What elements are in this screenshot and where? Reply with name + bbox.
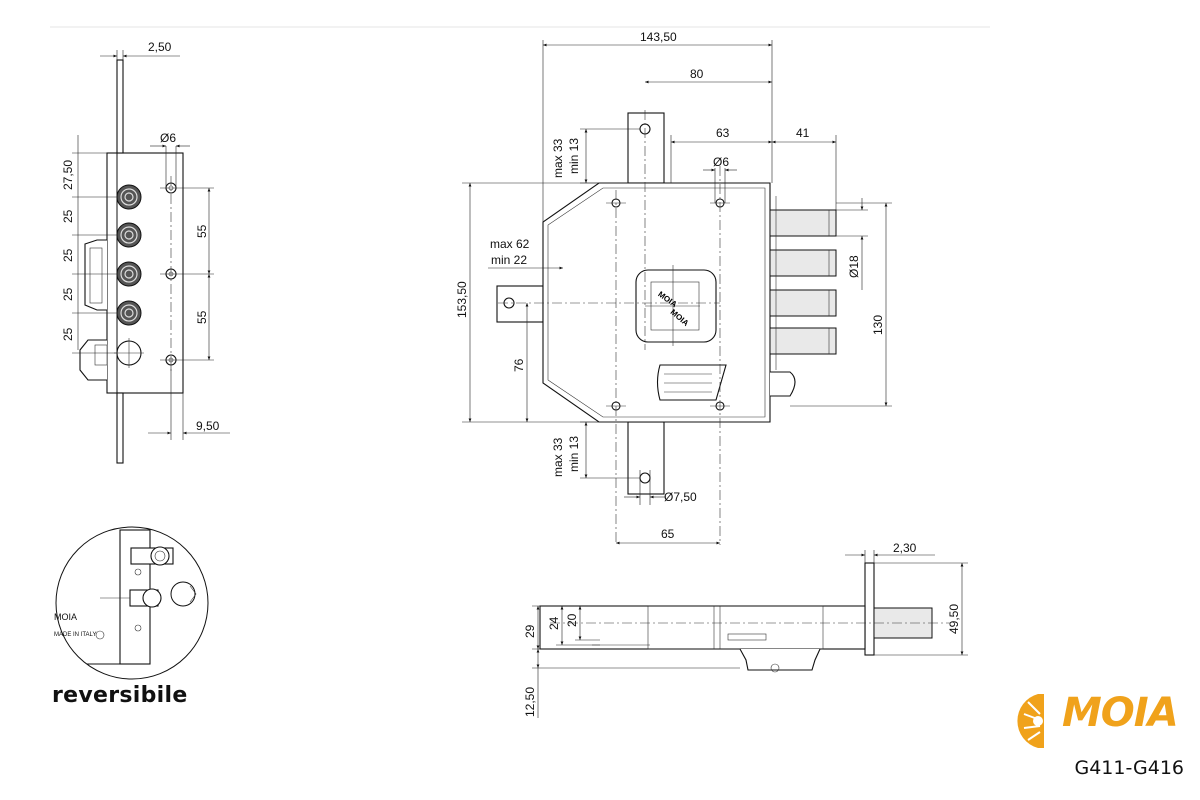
side-bottom-rod bbox=[116, 392, 124, 464]
reversible-caption: reversibile bbox=[52, 683, 188, 708]
dim-lower-offset: 12,50 bbox=[523, 687, 537, 717]
front-top-flange bbox=[627, 112, 665, 184]
front-bolt bbox=[769, 289, 837, 317]
dim-overall-width: 143,50 bbox=[640, 30, 677, 44]
dim-bolt-projection: 41 bbox=[796, 126, 810, 140]
dim-top-pin-width: 2,50 bbox=[148, 40, 172, 54]
inset-made-in-label: MADE IN ITALY bbox=[54, 632, 96, 638]
dim-bottom-slot-min: min 13 bbox=[567, 436, 581, 472]
dim-24: 24 bbox=[547, 616, 561, 630]
front-cam bbox=[656, 364, 727, 401]
dim-bottom-spacing: 65 bbox=[661, 527, 675, 541]
side-latch-housing bbox=[84, 239, 107, 311]
side-bolt bbox=[116, 261, 142, 287]
dim-plate-thickness: 2,30 bbox=[893, 541, 917, 555]
dim-pitch: 25 bbox=[61, 327, 75, 341]
dim-pitch: 25 bbox=[61, 209, 75, 223]
dim-bolt-height: 49,50 bbox=[947, 604, 961, 634]
inset-brand-label: MOIA bbox=[54, 612, 77, 622]
brand-wordmark: MOIA bbox=[1062, 690, 1179, 736]
dim-upper-hole-spacing: 55 bbox=[195, 224, 209, 238]
dim-backset-min: min 22 bbox=[491, 253, 527, 267]
dim-pitch-first: 27,50 bbox=[61, 160, 75, 190]
model-code: G411-G416 bbox=[1074, 757, 1184, 779]
side-bolt bbox=[116, 184, 142, 210]
reversible-inset: MOIA MADE IN ITALY bbox=[54, 526, 209, 680]
front-latch bbox=[770, 371, 796, 397]
dim-pitch: 25 bbox=[61, 287, 75, 301]
dim-top-slot-min: min 13 bbox=[567, 138, 581, 174]
bottom-case bbox=[539, 605, 866, 650]
dim-flange-to-cylinder: 63 bbox=[716, 126, 730, 140]
side-bolt bbox=[116, 300, 142, 326]
dim-cylinder-hole-dia: Ø6 bbox=[713, 155, 729, 169]
dim-top-slot-max: max 33 bbox=[551, 138, 565, 178]
dim-key-height: 76 bbox=[512, 358, 526, 372]
dim-pitch: 25 bbox=[61, 248, 75, 262]
side-bolt bbox=[116, 222, 142, 248]
dim-bottom-offset: 9,50 bbox=[196, 419, 220, 433]
front-bolt bbox=[769, 249, 837, 277]
dim-overall-height: 153,50 bbox=[455, 281, 469, 318]
front-bolt bbox=[769, 209, 837, 237]
dim-side-hole-dia: Ø6 bbox=[160, 131, 176, 145]
dim-bottom-slot-max: max 33 bbox=[551, 437, 565, 477]
side-top-rod bbox=[116, 59, 124, 154]
side-lower-block bbox=[79, 339, 107, 381]
bottom-cam-projection bbox=[739, 648, 821, 671]
dim-top-flange-width: 80 bbox=[690, 67, 704, 81]
bottom-view: 2,30 49,50 29 24 20 12,50 bbox=[523, 541, 968, 718]
bottom-forend bbox=[864, 562, 875, 656]
dim-backset-max: max 62 bbox=[490, 237, 530, 251]
dim-lower-hole-spacing: 55 bbox=[195, 310, 209, 324]
front-view: MOIA MOIA 143,50 80 63 41 max 33 min 13 bbox=[455, 30, 892, 545]
dim-bolt-dia: Ø18 bbox=[847, 255, 861, 278]
front-bolt bbox=[769, 327, 837, 355]
dim-20: 20 bbox=[565, 613, 579, 627]
inset-circle bbox=[55, 526, 209, 680]
dim-bolt-span: 130 bbox=[871, 315, 885, 335]
dim-bottom-hole-dia: Ø7,50 bbox=[664, 490, 697, 504]
dim-29: 29 bbox=[523, 624, 537, 638]
brand-logo-mark bbox=[1017, 694, 1044, 748]
side-view: 2,50 Ø6 27,50 25 25 25 25 55 55 9,50 bbox=[61, 40, 230, 464]
